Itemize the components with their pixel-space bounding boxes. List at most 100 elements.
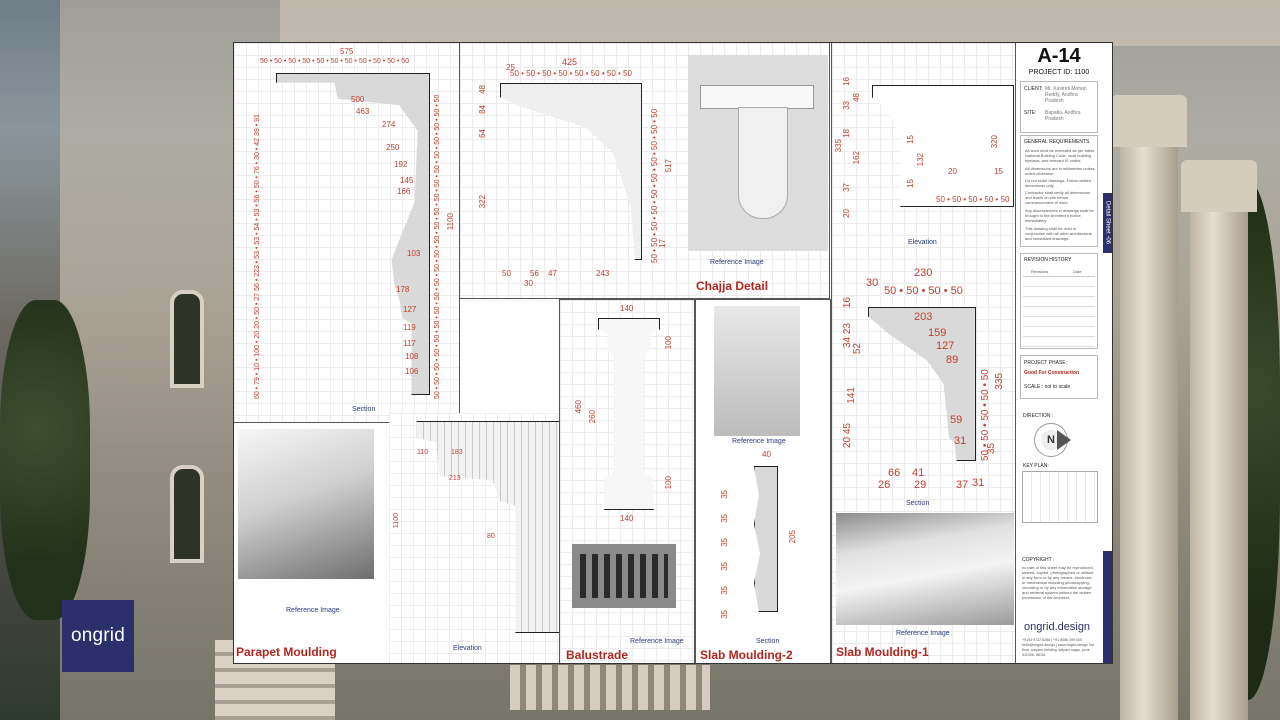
general-requirements-title: GENERAL REQUIREMENTS	[1024, 139, 1090, 145]
dimension-row: 50 • 50 • 50 • 50 • 50	[936, 195, 1010, 204]
dimension: 35	[720, 562, 729, 571]
client-site-box: CLIENT: Mr. Kasireti Mohan Reddy, Andhra…	[1020, 81, 1098, 133]
dimension: 40	[762, 450, 771, 459]
detail-sheet-tab: Detail Sheet -06	[1103, 193, 1112, 253]
dimension: 31	[972, 477, 985, 489]
copyright-text: no part of this sheet may be reproduced,…	[1022, 565, 1094, 600]
general-requirement-item: Do not scale drawings. Follow written di…	[1025, 178, 1092, 188]
project-phase-value: Good For Construction	[1024, 370, 1079, 376]
reference-caption: Reference Image	[710, 259, 764, 266]
elevation-caption: Elevation	[908, 239, 937, 246]
dimension: 41	[912, 467, 925, 479]
dimension: 145	[400, 176, 414, 185]
dimension: 25	[506, 63, 515, 72]
panel-title: Slab Moulding-2	[700, 648, 793, 662]
dimension: 575	[340, 47, 354, 56]
key-plan-image	[1022, 471, 1098, 523]
dimension: 162	[852, 151, 861, 165]
general-requirement-item: All work shall be executed as per latest…	[1025, 148, 1095, 163]
project-phase-label: PROJECT PHASE:	[1024, 360, 1067, 366]
dimension: 37	[842, 183, 851, 192]
dimension: 17	[658, 239, 667, 248]
copyright-box: COPYRIGHT : no part of this sheet may be…	[1020, 551, 1098, 615]
background-column	[1190, 180, 1248, 720]
site-label: SITE:	[1024, 110, 1037, 116]
parapet-reference-image	[238, 429, 374, 579]
panel-title: Parapet Moulding	[236, 645, 337, 659]
dimension: 50	[502, 269, 511, 278]
dimension: 35	[720, 610, 729, 619]
north-arrow-icon	[1057, 430, 1071, 450]
revision-history-box: REVISION HISTORY Revisions Date	[1020, 253, 1098, 349]
client-value: Mr. Kasireti Mohan Reddy, Andhra Pradesh	[1045, 86, 1087, 104]
dimension: 140	[620, 304, 634, 313]
dimension: 463	[356, 107, 370, 116]
dimension: 335	[834, 139, 843, 153]
client-label: CLIENT:	[1024, 86, 1043, 92]
site-value: Bapatla, Andhra Pradesh	[1045, 110, 1081, 122]
background-roof	[280, 0, 1280, 46]
slab-moulding-1-panel: 16 33 48 18 162 37 20 335 15 132 15 20 1…	[831, 43, 1018, 663]
direction-label: DIRECTION :	[1023, 413, 1054, 419]
elevation-caption: Elevation	[453, 645, 482, 652]
dimension: 103	[407, 249, 421, 258]
parapet-elevation-shape	[416, 421, 559, 633]
dimension: 31	[954, 435, 967, 447]
background-railing	[510, 665, 710, 710]
dimension: 16	[842, 77, 851, 86]
dimension: 15	[906, 179, 915, 188]
reference-caption: Reference Image	[286, 607, 340, 614]
balustrade-reference-image	[572, 544, 676, 608]
detail-sheet: 575 50 • 50 • 50 • 50 • 50 • 50 • 50 • 5…	[233, 42, 1113, 664]
dimension: 64	[478, 129, 487, 138]
dimension: 35	[720, 490, 729, 499]
background-column-capital	[1181, 160, 1257, 212]
dimension: 18	[842, 129, 851, 138]
dimension: 335	[994, 373, 1005, 390]
dimension: 35	[720, 514, 729, 523]
dimension: 192	[394, 160, 408, 169]
dimension: 320	[990, 135, 999, 149]
dimension-column: 50 • 50 • 50 • 50 • 50 • 50 • 50 • 50 • …	[434, 94, 441, 399]
sheet-code: A-14	[1037, 45, 1081, 67]
project-phase-box: PROJECT PHASE: Good For Construction SCA…	[1020, 355, 1098, 399]
detail-sheet-tab-label: Detail Sheet -06	[1104, 201, 1111, 245]
dimension: 500	[351, 95, 365, 104]
section-caption: Section	[756, 638, 780, 645]
dimension: 15	[994, 167, 1003, 176]
panel-title: Chajja Detail	[696, 279, 769, 293]
dimension: 66	[888, 467, 901, 479]
project-id: PROJECT ID: 1100	[1028, 69, 1090, 76]
scale-text: SCALE : not to scale	[1024, 384, 1071, 390]
dimension: 205	[788, 530, 797, 544]
baluster-shape	[598, 318, 660, 510]
dimension: 33	[842, 101, 851, 110]
dimension: 127	[403, 305, 417, 314]
dimension: 250	[386, 143, 400, 152]
dimension: 47	[548, 269, 557, 278]
dimension: 243	[596, 269, 610, 278]
slab-moulding-2-profile-shape	[754, 466, 778, 612]
dimension: 52	[852, 343, 863, 355]
dimension: 517	[664, 159, 673, 173]
dimension: 35	[720, 586, 729, 595]
title-block: A-14 PROJECT ID: 1100 CLIENT: Mr. Kasire…	[1015, 43, 1112, 663]
dimension: 15	[906, 135, 915, 144]
dimension-column: 60 • 79 • 10 • 100 • 20 20 • 50 • 27 56 …	[254, 114, 261, 399]
dimension-column: 50 • 50 • 50 • 50 • 50 • 50 • 50 • 50 • …	[650, 108, 659, 263]
dimension: 119	[403, 323, 416, 332]
chajja-reference-image	[688, 55, 828, 251]
dimension-row: 50 • 50 • 50 • 50 • 50 • 50 • 50 • 50 • …	[260, 58, 410, 65]
dimension: 1100	[393, 513, 400, 529]
dimension: 26	[878, 479, 891, 491]
dimension-column: 50 • 50 • 50 • 50 • 50	[980, 369, 991, 461]
dimension: 20	[842, 209, 851, 218]
revision-col: Revisions	[1031, 269, 1049, 274]
dimension: 48	[852, 93, 861, 102]
dimension: 183	[451, 449, 463, 456]
slab-moulding-2-panel: Reference Image 40 35 35 35 35 35 35 205…	[695, 299, 831, 663]
dimension: 16	[842, 297, 853, 309]
dimension: 140	[620, 514, 634, 523]
dimension: 108	[405, 352, 419, 361]
dimension: 203	[914, 311, 933, 323]
